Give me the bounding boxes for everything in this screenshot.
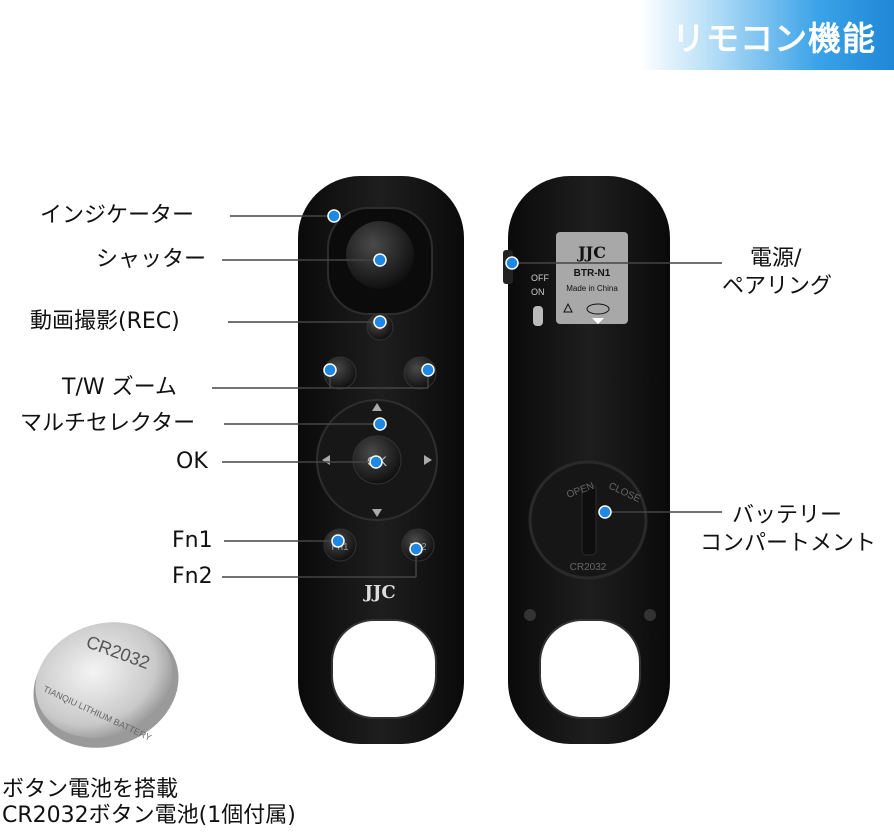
- banner-title: リモコン機能: [672, 19, 876, 58]
- banner: リモコン機能: [640, 0, 894, 70]
- label-ok: OK: [176, 449, 208, 474]
- model-sticker: [556, 232, 628, 324]
- callout-dot-ok: [369, 455, 383, 469]
- svg-text:Made in China: Made in China: [566, 284, 618, 293]
- label-power-line1: 電源/: [750, 246, 802, 271]
- svg-text:ON: ON: [531, 287, 545, 297]
- label-fn2: Fn2: [172, 564, 213, 589]
- callout-dot-fn1: [331, 534, 345, 548]
- callout-dot-indicator: [327, 209, 341, 223]
- remote-back: OFF ON JJC BTR-N1 Made in China OPEN CLO…: [503, 176, 670, 744]
- brand-logo: JJC: [362, 582, 395, 603]
- svg-text:Fn1: Fn1: [331, 542, 349, 553]
- callout-dot-fn2: [409, 542, 423, 556]
- caption-line1: ボタン電池を搭載: [2, 777, 179, 802]
- callout-dot-shutter: [373, 253, 387, 267]
- coin-cell-battery: CR2032 TIANQIU LITHIUM BATTERY: [33, 622, 179, 748]
- label-rec: 動画撮影(REC): [30, 309, 180, 334]
- label-fn1: Fn1: [172, 528, 213, 553]
- callout-lines: [212, 215, 722, 578]
- label-power-line2: ペアリング: [722, 274, 833, 299]
- label-tw-zoom: T/W ズーム: [62, 375, 177, 400]
- label-indicator: インジケーター: [40, 203, 195, 228]
- callout-dot-rec: [373, 315, 387, 329]
- callout-dot-zoom-w: [323, 363, 337, 377]
- callout-dots: [323, 209, 612, 556]
- label-battery-line1: バッテリー: [732, 503, 843, 528]
- label-multi-selector: マルチセレクター: [20, 411, 196, 436]
- svg-text:OFF: OFF: [531, 273, 549, 283]
- caption-line2: CR2032ボタン電池(1個付属): [2, 803, 296, 828]
- callout-dot-selector: [373, 417, 387, 431]
- callout-dot-power: [505, 256, 519, 270]
- callout-dot-zoom-t: [421, 363, 435, 377]
- svg-text:JJC: JJC: [576, 243, 606, 262]
- svg-text:BTR-N1: BTR-N1: [574, 268, 611, 279]
- label-battery-line2: コンパートメント: [700, 531, 877, 556]
- svg-text:CR2032: CR2032: [570, 562, 607, 573]
- callout-dot-battery: [598, 505, 612, 519]
- label-shutter: シャッター: [96, 247, 207, 272]
